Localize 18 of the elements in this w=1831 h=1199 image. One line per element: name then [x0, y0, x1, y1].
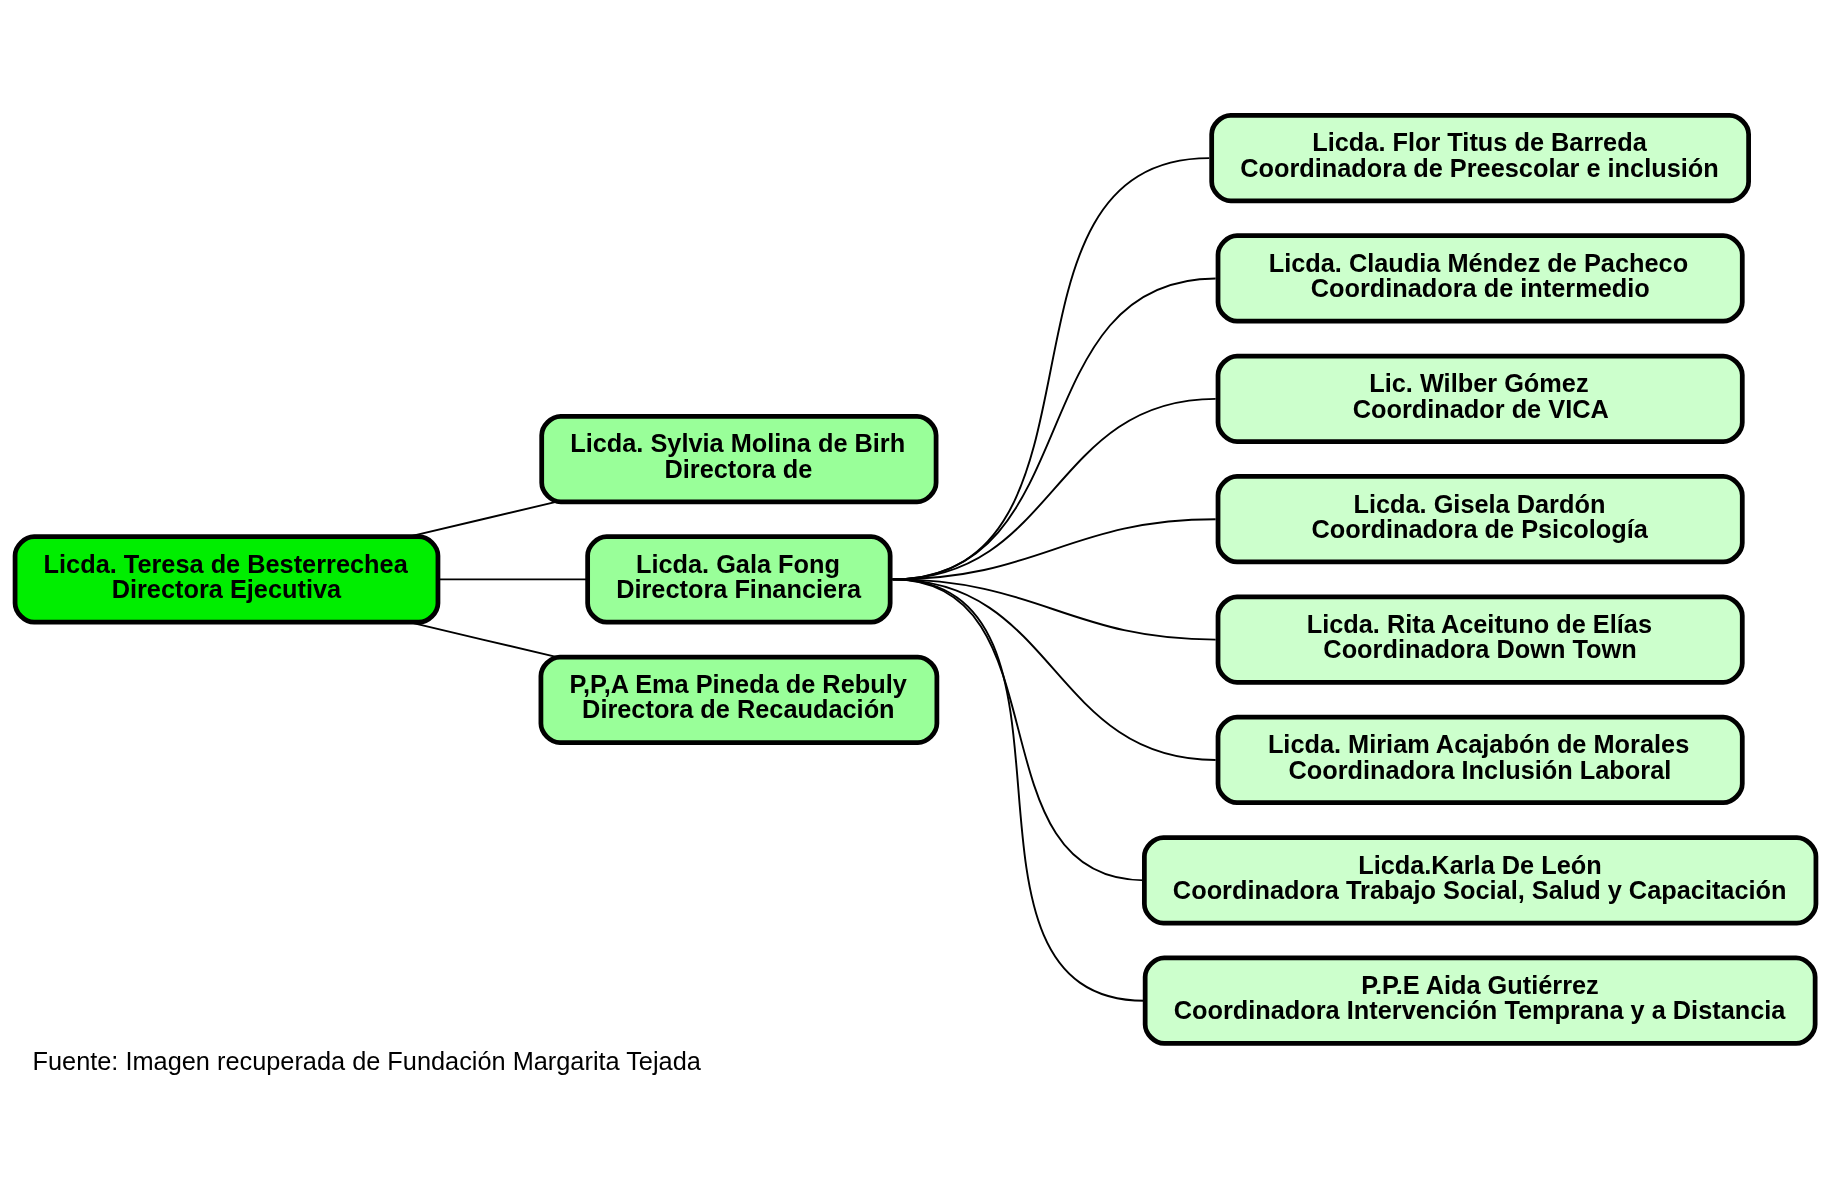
- node-box: P,P,A Ema Pineda de Rebuly Directora de Recaudación: [538, 654, 940, 745]
- connector: [891, 577, 1146, 1002]
- node-box: Licda. Miriam Acajabón de Morales Coordinadora Inclusión Laboral: [1215, 714, 1745, 805]
- connector: [891, 397, 1217, 580]
- node-box: Licda. Gisela Dardón Coordinadora de Psicología: [1215, 473, 1745, 564]
- connector: [891, 517, 1217, 580]
- node-box: Lic. Wilber Gómez Coordinador de VICA: [1215, 353, 1745, 444]
- node-box: Licda. Rita Aceituno de Elías Coordinadora Down Town: [1215, 593, 1745, 685]
- connector: [891, 277, 1217, 580]
- node-box: Licda.Karla De León Coordinadora Trabajo Social, Salud y Capacitación: [1142, 834, 1819, 925]
- caption: Fuente: Imagen recuperada de Fundación Margarita Tejada: [32, 1046, 701, 1075]
- node-box: Licda. Flor Titus de Barreda Coordinadora de Preescolar e inclusión: [1209, 112, 1751, 203]
- node-box: Licda. Claudia Méndez de Pacheco Coordinadora de intermedio: [1215, 232, 1745, 324]
- node-box: Licda. Teresa de Besterrechea Directora Ejecutiva: [12, 533, 441, 625]
- connector: [437, 577, 589, 580]
- node-box: Licda. Sylvia Molina de Birh Directora de: [539, 413, 939, 504]
- node-box: P.P.E Aida Gutiérrez Coordinadora Intervención Temprana y a Distancia: [1142, 955, 1818, 1046]
- node-box: Licda. Gala Fong Directora Financiera: [585, 533, 893, 625]
